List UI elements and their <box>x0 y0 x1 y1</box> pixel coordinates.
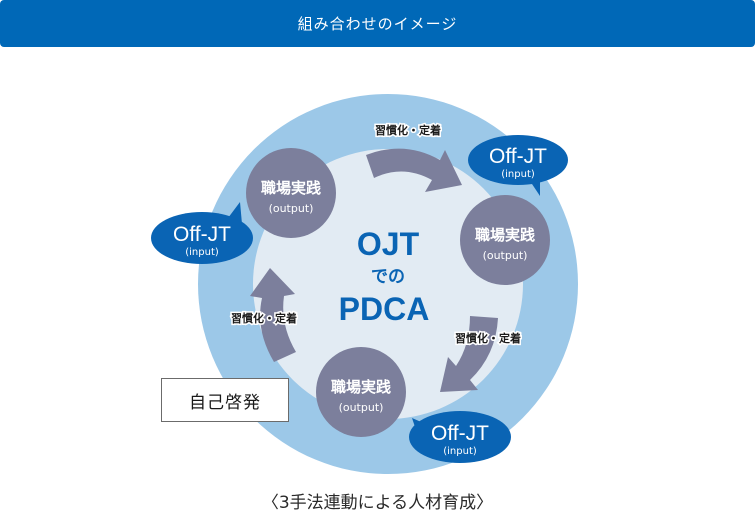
bubble-subtitle: (input) <box>443 446 477 457</box>
center-text-de-no: での <box>371 267 405 286</box>
off-jt-bubble-bottom: Off-JT (input) <box>409 411 511 463</box>
bubble-subtitle: (input) <box>185 247 219 258</box>
center-text-pdca: PDCA <box>339 291 430 327</box>
cycle-arrow-right <box>440 316 498 392</box>
diagram-title-bar: 組み合わせのイメージ <box>0 0 755 47</box>
self-development-box: 自己啓発 <box>161 378 289 422</box>
bubble-title: Off-JT <box>173 223 231 246</box>
node-subtitle: (output) <box>483 249 528 262</box>
node-title: 職場実践 <box>475 226 535 244</box>
practice-node-bottom: 職場実践 (output) <box>316 347 406 437</box>
self-development-label: 自己啓発 <box>189 392 261 413</box>
diagram-caption: 〈3手法連動による人材育成〉 <box>261 493 494 513</box>
bubble-title: Off-JT <box>489 145 547 168</box>
practice-node-right: 職場実践 (output) <box>460 195 550 285</box>
node-subtitle: (output) <box>339 401 384 414</box>
diagram-title: 組み合わせのイメージ <box>297 15 458 33</box>
bubble-title: Off-JT <box>431 422 489 445</box>
practice-node-top-left: 職場実践 (output) <box>246 148 336 238</box>
center-text-ojt: OJT <box>357 226 420 262</box>
arrow-label-top: 習慣化・定着 <box>375 123 441 137</box>
bubble-subtitle: (input) <box>501 169 535 180</box>
node-title: 職場実践 <box>261 179 321 197</box>
arrow-label-right: 習慣化・定着 <box>455 331 521 345</box>
node-subtitle: (output) <box>269 202 314 215</box>
off-jt-bubble-top-right: Off-JT (input) <box>468 135 568 196</box>
cycle-arrow-top <box>366 148 462 192</box>
arrow-label-left: 習慣化・定着 <box>231 311 297 325</box>
cycle-arrow-left <box>250 268 296 362</box>
off-jt-bubble-left: Off-JT (input) <box>151 202 253 264</box>
node-title: 職場実践 <box>331 378 391 396</box>
